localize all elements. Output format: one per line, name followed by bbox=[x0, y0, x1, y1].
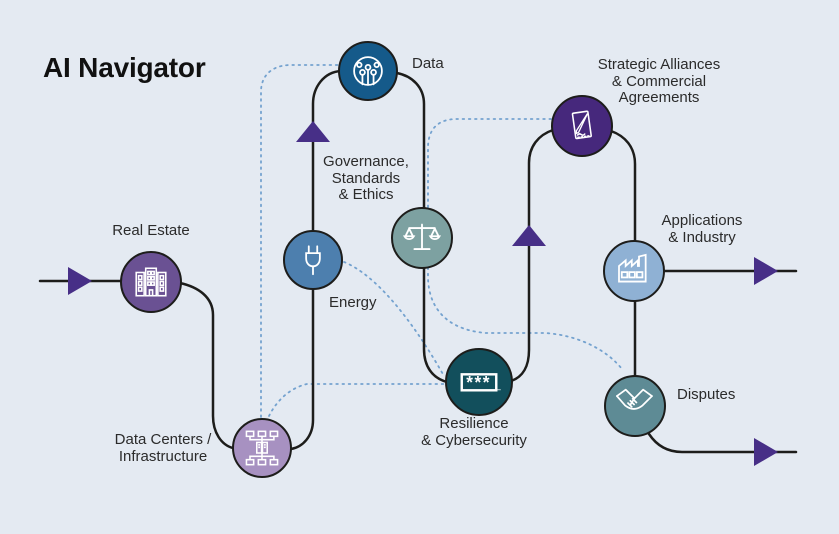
node-energy bbox=[283, 230, 343, 290]
scales-icon bbox=[402, 223, 442, 251]
label-data: Data bbox=[412, 55, 444, 72]
node-resilience-cybersecurity: ***_ bbox=[445, 348, 513, 416]
arrow-up-resilience-strategic-icon bbox=[512, 225, 546, 246]
flow-resilience-strategic bbox=[509, 128, 555, 383]
arrow-right-entry-icon bbox=[68, 267, 92, 295]
arrow-right-exit-top-icon bbox=[754, 257, 778, 285]
label-real-estate: Real Estate bbox=[112, 222, 190, 239]
label-data-centers-infrastructure: Data Centers / Infrastructure bbox=[114, 431, 212, 465]
node-data bbox=[338, 41, 398, 101]
password-text: ***_ bbox=[466, 372, 502, 392]
arrow-up-energy-data-icon bbox=[296, 121, 330, 142]
arrow-right-exit-bottom-icon bbox=[754, 438, 778, 466]
label-disputes: Disputes bbox=[677, 386, 736, 403]
flow-realestate-datacenters bbox=[178, 281, 235, 450]
flow-strategic-applications bbox=[609, 129, 637, 243]
node-governance-standards-ethics bbox=[391, 207, 453, 269]
contract-icon bbox=[571, 110, 592, 140]
factory-icon bbox=[618, 253, 647, 283]
page-title: AI Navigator bbox=[43, 52, 206, 83]
circuit-icon bbox=[353, 56, 383, 86]
dotted-link-energy-resilience bbox=[343, 261, 445, 377]
dotted-link-datacenters-resilience bbox=[268, 383, 446, 417]
node-strategic-alliances-commercial-agreements bbox=[551, 95, 613, 157]
flow-datacenters-energy bbox=[289, 287, 315, 451]
direction-arrows bbox=[68, 121, 778, 466]
password-icon: ***_ bbox=[460, 372, 502, 392]
dotted-link-strategic-disputes bbox=[427, 118, 623, 370]
network-icon bbox=[245, 430, 279, 466]
label-energy: Energy bbox=[329, 294, 377, 311]
node-disputes bbox=[604, 375, 666, 437]
plug-icon bbox=[305, 245, 321, 276]
buildings-icon bbox=[135, 267, 167, 297]
label-governance-standards-ethics: Governance, Standards & Ethics bbox=[323, 153, 409, 203]
node-data-centers-infrastructure bbox=[232, 418, 292, 478]
flow-exit-line-bottom bbox=[647, 432, 798, 454]
dotted-links bbox=[260, 64, 623, 418]
label-resilience-cybersecurity: Resilience & Cybersecurity bbox=[421, 415, 527, 449]
label-applications-industry: Applications & Industry bbox=[661, 212, 743, 246]
flow-energy-data bbox=[311, 69, 343, 233]
label-strategic-alliances-commercial-agreements: Strategic Alliances & Commercial Agreeme… bbox=[597, 56, 721, 106]
node-real-estate bbox=[120, 251, 182, 313]
handshake-icon bbox=[616, 388, 653, 410]
node-applications-industry bbox=[603, 240, 665, 302]
